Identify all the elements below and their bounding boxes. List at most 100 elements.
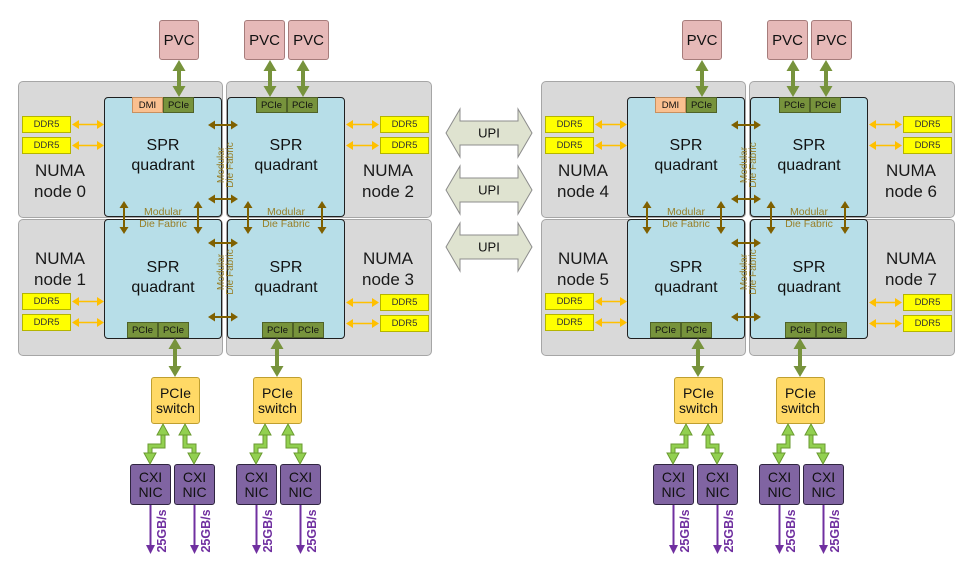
pvc-label: PVC: [686, 31, 718, 49]
switch-nic-link-arrow: [701, 422, 724, 466]
ddr5-label: DDR5: [391, 140, 418, 151]
node-label-text: node 6: [885, 182, 937, 201]
ddr5-label: DDR5: [914, 119, 941, 130]
pvc-gpu: PVC: [682, 20, 722, 60]
node-label-text: node 5: [557, 270, 609, 289]
switch-label-line2: switch: [781, 399, 820, 416]
fabric-label-line1: Modular: [667, 206, 705, 218]
network-link-arrow: [146, 505, 155, 554]
pvc-gpu: PVC: [288, 20, 329, 60]
memory-link-arrow: [72, 120, 104, 129]
switch-label-line2: switch: [156, 399, 195, 416]
numa-node-label: NUMA node 7: [885, 248, 937, 290]
switch-label-line1: PCIe: [261, 384, 294, 401]
die-fabric-arrow: [243, 201, 253, 234]
port-label: PCIe: [162, 324, 185, 336]
spr-label: SPR: [669, 137, 703, 154]
ddr5-label: DDR5: [391, 119, 418, 130]
quadrant-label: quadrant: [654, 279, 718, 296]
pcie-port: PCIe: [293, 322, 324, 338]
ddr5-module: DDR5: [380, 315, 429, 332]
die-fabric-arrow: [317, 201, 327, 234]
pcie-port: PCIe: [163, 97, 194, 113]
pcie-port: PCIe: [810, 97, 841, 113]
pvc-label: PVC: [293, 31, 324, 49]
gpu-link-arrow: [172, 60, 186, 97]
port-label: PCIe: [297, 324, 320, 336]
gpu-link-arrow: [263, 60, 277, 97]
switch-label-line1: PCIe: [159, 384, 192, 401]
pcie-port: PCIe: [287, 97, 318, 113]
ddr5-module: DDR5: [22, 116, 71, 133]
quadrant-label: quadrant: [131, 279, 195, 296]
port-label: PCIe: [167, 99, 190, 111]
quadrant-label: quadrant: [254, 157, 318, 174]
numa-label-text: NUMA: [885, 249, 937, 268]
memory-link-arrow: [869, 298, 902, 307]
memory-link-arrow: [72, 318, 104, 327]
quadrant-label: quadrant: [777, 279, 841, 296]
nic-label-line2: NIC: [767, 483, 792, 500]
memory-link-arrow: [346, 120, 379, 129]
switch-label-line2: switch: [258, 399, 297, 416]
ddr5-module: DDR5: [545, 314, 594, 331]
upi-link-label: UPI: [478, 239, 500, 255]
upi-link-label: UPI: [478, 125, 500, 141]
die-fabric-arrow: [840, 201, 850, 234]
switch-nic-link-arrow: [772, 422, 795, 466]
spr-label: SPR: [669, 259, 703, 276]
die-fabric-arrow: [766, 201, 776, 234]
switch-nic-link-arrow: [281, 422, 307, 466]
spr-label: SPR: [792, 259, 826, 276]
pvc-label: PVC: [163, 31, 195, 49]
switch-uplink-arrow: [793, 338, 807, 377]
nic-label-line2: NIC: [811, 483, 836, 500]
quadrant-label: quadrant: [654, 157, 718, 174]
bandwidth-label: 25GB/s: [677, 509, 692, 553]
gpu-link-arrow: [786, 60, 800, 97]
port-label: PCIe: [131, 324, 154, 336]
gpu-link-arrow: [819, 60, 833, 97]
ddr5-label: DDR5: [556, 119, 583, 130]
ddr5-label: DDR5: [914, 140, 941, 151]
ddr5-module: DDR5: [22, 314, 71, 331]
nic-label-line1: CXI: [288, 468, 313, 485]
fabric-label-line1: Modular: [144, 206, 182, 218]
die-fabric-arrow: [716, 201, 726, 234]
die-fabric-arrow: [208, 194, 238, 204]
memory-link-arrow: [72, 297, 104, 306]
nic-label-line2: NIC: [182, 483, 207, 500]
node-label-text: node 7: [885, 270, 937, 289]
nic-label-line2: NIC: [244, 483, 269, 500]
network-link-arrow: [252, 505, 261, 554]
numa-label-text: NUMA: [34, 249, 86, 268]
ddr5-label: DDR5: [33, 317, 60, 328]
pcie-port: PCIe: [785, 322, 816, 338]
upi-link-arrow: [445, 164, 533, 216]
spr-quadrant: SPR quadrant: [750, 219, 868, 339]
pcie-port: PCIe: [681, 322, 712, 338]
pvc-gpu: PVC: [159, 20, 199, 60]
gpu-link-arrow: [695, 60, 709, 97]
upi-link-arrow: [445, 221, 533, 273]
nic-label-line2: NIC: [138, 483, 163, 500]
ddr5-module: DDR5: [903, 294, 952, 311]
die-fabric-arrow: [642, 201, 652, 234]
nic-label-line1: CXI: [811, 468, 836, 485]
network-link-arrow: [713, 505, 722, 554]
